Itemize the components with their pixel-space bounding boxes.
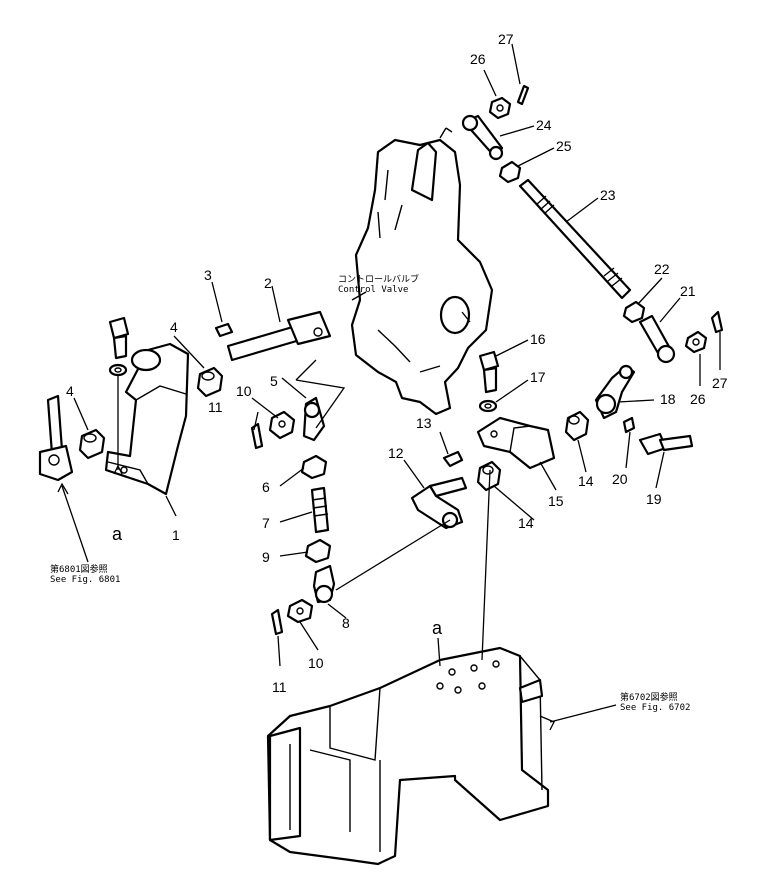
nut-26b <box>684 330 708 354</box>
callout-5: 5 <box>270 373 278 389</box>
callout-26b: 26 <box>690 391 706 407</box>
cotter-pin-11a <box>250 422 264 450</box>
callout-10a: 10 <box>236 383 252 399</box>
rod-23 <box>518 178 632 300</box>
note-fig6702-en: See Fig. 6702 <box>620 703 690 713</box>
note-fig6801-en: See Fig. 6801 <box>50 575 120 585</box>
callout-11a: 11 <box>208 399 223 415</box>
note-control-valve-en: Control Valve <box>338 285 408 295</box>
lever-18 <box>594 364 636 420</box>
reference-letters: a a <box>112 524 443 638</box>
washer-bracket <box>108 363 128 377</box>
nut-25 <box>498 160 522 184</box>
callout-27: 27 <box>498 31 514 47</box>
bracket-1 <box>104 342 190 496</box>
callout-1: 1 <box>172 527 180 543</box>
nut-26a <box>488 96 512 120</box>
bolt-19 <box>638 432 694 456</box>
base-frame <box>266 646 550 866</box>
nut-10a <box>268 410 296 440</box>
bushing-14b <box>476 460 502 492</box>
bolt-bracket <box>108 316 130 360</box>
cotter-pin-27b <box>710 310 724 334</box>
callout-2: 2 <box>264 275 272 291</box>
joint-8 <box>312 564 336 604</box>
callout-21: 21 <box>680 283 696 299</box>
bushing-14a <box>564 410 590 442</box>
callout-25: 25 <box>556 138 572 154</box>
callout-11b: 11 <box>272 679 287 695</box>
nut-22 <box>622 300 646 324</box>
note-fig6801-jp: 第6801図参照 <box>50 563 108 575</box>
nut-9 <box>304 538 332 564</box>
bolt-16 <box>478 350 500 394</box>
control-valve <box>350 127 494 416</box>
bushing-4a <box>196 366 224 398</box>
callout-23: 23 <box>600 187 616 203</box>
callout-26: 26 <box>470 51 486 67</box>
callout-4a: 4 <box>170 319 178 335</box>
joint-21 <box>638 314 676 364</box>
callout-4b: 4 <box>66 383 74 399</box>
callout-9: 9 <box>262 549 270 565</box>
callout-19: 19 <box>646 491 662 507</box>
joint-5 <box>302 396 326 442</box>
callout-10b: 10 <box>308 655 324 671</box>
notes: コントロールバルブ Control Valve 第6801図参照 See Fig… <box>50 273 690 713</box>
callout-14a: 14 <box>578 473 594 489</box>
note-fig6702-jp: 第6702図参照 <box>620 691 678 703</box>
nut-10b <box>286 598 314 624</box>
cotter-pin-27a <box>516 84 530 106</box>
cotter-pin-11b <box>270 608 284 636</box>
callout-20: 20 <box>612 471 628 487</box>
callout-14b: 14 <box>518 515 534 531</box>
callout-15: 15 <box>548 493 564 509</box>
callout-7: 7 <box>262 515 270 531</box>
callout-8: 8 <box>342 615 350 631</box>
callout-16: 16 <box>530 331 546 347</box>
bushing-4b <box>78 428 106 460</box>
washer-20 <box>622 416 636 434</box>
callout-17: 17 <box>530 369 546 385</box>
note-control-valve-jp: コントロールバルブ <box>338 273 419 285</box>
callout-27b: 27 <box>712 375 728 391</box>
joint-24 <box>461 114 504 161</box>
callout-12: 12 <box>388 445 404 461</box>
rod-7 <box>310 486 330 534</box>
callout-3: 3 <box>204 267 212 283</box>
reference-a-frame: a <box>432 618 443 638</box>
callout-13: 13 <box>416 415 432 431</box>
callout-6: 6 <box>262 479 270 495</box>
washer-17 <box>478 399 498 413</box>
callout-18: 18 <box>660 391 676 407</box>
key-3 <box>214 322 234 338</box>
callout-labels: 27 26 24 25 23 22 21 27 26 18 16 17 14 1… <box>66 31 728 695</box>
lever-12 <box>410 476 468 530</box>
nut-6 <box>300 454 328 480</box>
bracket-15 <box>476 416 556 470</box>
reference-a-bracket: a <box>112 524 123 544</box>
leader-lines <box>57 43 721 731</box>
callout-22: 22 <box>654 261 670 277</box>
pin-2 <box>226 310 332 362</box>
control-lever <box>38 394 74 482</box>
key-13 <box>442 450 464 468</box>
callout-24: 24 <box>536 117 552 133</box>
